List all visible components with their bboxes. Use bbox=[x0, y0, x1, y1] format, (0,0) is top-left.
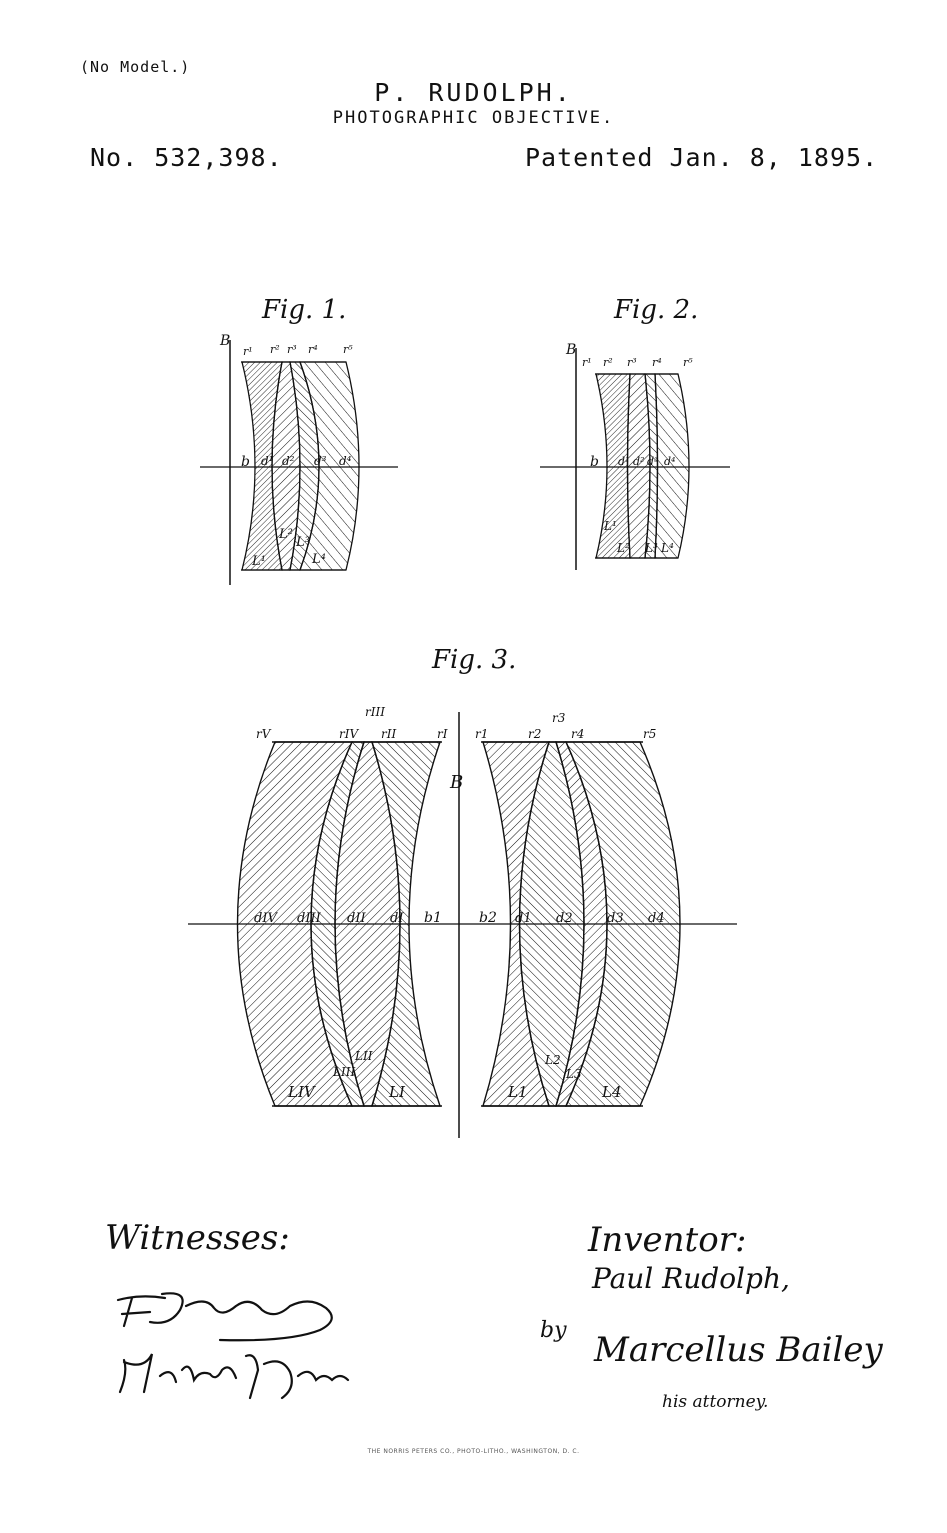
fig1-r2: r² bbox=[270, 343, 280, 356]
fig3-L3: L3 bbox=[565, 1067, 582, 1081]
fig3-L1: L1 bbox=[507, 1083, 528, 1101]
fig3-r5: r5 bbox=[643, 727, 656, 741]
fig3-dIV: dIV bbox=[254, 911, 278, 926]
fig3-d3: d3 bbox=[607, 911, 624, 926]
fig3-r2: r2 bbox=[528, 727, 541, 741]
inventor-name: P. RUDOLPH. bbox=[374, 78, 573, 107]
fig1-label: Fig. 1. bbox=[261, 295, 346, 325]
fig1-L4: L⁴ bbox=[311, 552, 326, 567]
figure-3: Fig. 3. B b1 b2 rV rIV rIII rII rI r1 r2… bbox=[188, 645, 737, 1138]
fig3-label: Fig. 3. bbox=[431, 645, 516, 675]
fig1-L2: L² bbox=[278, 527, 293, 542]
fig2-r3: r³ bbox=[627, 356, 637, 369]
fig2-d4: d⁴ bbox=[664, 455, 675, 468]
fig1-r1: r¹ bbox=[243, 345, 253, 358]
fig2-d1: d¹ bbox=[618, 455, 629, 468]
fig1-r3: r³ bbox=[287, 343, 297, 356]
fig3-LI: LI bbox=[388, 1083, 406, 1101]
patent-title: PHOTOGRAPHIC OBJECTIVE. bbox=[332, 108, 615, 128]
fig1-d3: d³ bbox=[314, 454, 327, 468]
patent-date: Patented Jan. 8, 1895. bbox=[525, 143, 879, 172]
fig2-L4: L⁴ bbox=[660, 541, 674, 555]
fig3-rV: rV bbox=[256, 727, 272, 741]
fig2-label: Fig. 2. bbox=[613, 295, 698, 325]
fig3-LII: LII bbox=[354, 1049, 373, 1063]
fig3-rIV: rIV bbox=[339, 727, 359, 741]
fig3-b2: b2 bbox=[479, 910, 497, 926]
fig3-r4: r4 bbox=[571, 727, 584, 741]
fig2-r5: r⁵ bbox=[683, 356, 693, 369]
by-label: by bbox=[540, 1318, 567, 1343]
fig1-L3: L³ bbox=[295, 535, 310, 550]
fig3-rI: rI bbox=[437, 727, 448, 741]
fig3-L2: L2 bbox=[544, 1053, 561, 1067]
fig3-d2: d2 bbox=[556, 911, 573, 926]
attorney-label: his attorney. bbox=[662, 1392, 769, 1412]
fig3-r1: r1 bbox=[475, 727, 488, 741]
fig3-d4: d4 bbox=[648, 911, 665, 926]
fig2-d3: d³ bbox=[647, 455, 658, 468]
fig2-r1: r¹ bbox=[582, 356, 592, 369]
fig1-d1: d¹ bbox=[261, 454, 274, 468]
fig1-center-label: b bbox=[241, 454, 250, 470]
fig2-L2: L² bbox=[616, 541, 630, 555]
fig1-r5: r⁵ bbox=[343, 343, 353, 356]
fig3-axis-label: B bbox=[449, 772, 463, 793]
fig2-L3: L³ bbox=[644, 541, 658, 555]
witness-signatures bbox=[116, 1292, 350, 1400]
fig2-d2: d² bbox=[633, 455, 644, 468]
inventor-signature: Paul Rudolph, bbox=[592, 1262, 790, 1295]
engraver-credit: THE NORRIS PETERS CO., PHOTO-LITHO., WAS… bbox=[367, 1448, 580, 1455]
fig3-LIV: LIV bbox=[287, 1083, 317, 1101]
fig2-r2: r² bbox=[603, 356, 613, 369]
fig2-axis-label: B bbox=[565, 342, 576, 358]
fig2-center-label: b bbox=[590, 454, 599, 470]
fig3-b1: b1 bbox=[424, 910, 442, 926]
fig3-dI: dI bbox=[390, 911, 404, 926]
witnesses-label: Witnesses: bbox=[105, 1218, 290, 1258]
fig3-dIII: dIII bbox=[297, 911, 322, 926]
figure-1: Fig. 1. B b r¹ r² r³ r⁴ r⁵ d¹ d² d³ d⁴ L… bbox=[200, 295, 398, 585]
fig3-L4: L4 bbox=[601, 1083, 622, 1101]
fig3-d1: d1 bbox=[515, 911, 532, 926]
fig3-r3: r3 bbox=[552, 711, 566, 725]
fig3-rII: rII bbox=[381, 727, 396, 741]
fig1-r4: r⁴ bbox=[308, 343, 318, 356]
fig3-rIII: rIII bbox=[365, 705, 385, 719]
fig1-d4: d⁴ bbox=[339, 454, 352, 468]
figure-2: Fig. 2. B b r¹ r² r³ r⁴ r⁵ d¹ d² d³ d⁴ L… bbox=[540, 295, 730, 570]
attorney-signature: Marcellus Bailey bbox=[594, 1330, 883, 1370]
fig2-L1: L¹ bbox=[603, 519, 617, 533]
fig1-d2: d² bbox=[282, 454, 295, 468]
fig1-axis-label: B bbox=[219, 333, 230, 349]
fig3-dII: dII bbox=[347, 911, 366, 926]
inventor-label: Inventor: bbox=[588, 1220, 747, 1260]
fig1-L1: L¹ bbox=[251, 554, 266, 569]
patent-number: No. 532,398. bbox=[90, 143, 283, 172]
no-model-note: (No Model.) bbox=[80, 58, 191, 76]
fig3-LIII: LIII bbox=[332, 1065, 355, 1079]
fig2-r4: r⁴ bbox=[652, 356, 662, 369]
